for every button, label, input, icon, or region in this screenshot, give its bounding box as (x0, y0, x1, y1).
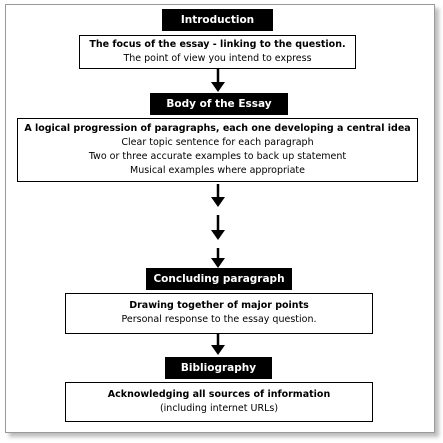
body-of-essay-header: Body of the Essay (150, 93, 288, 115)
introduction-box: The focus of the essay - linking to the … (79, 35, 356, 69)
body-of-essay-box: A logical progression of paragraphs, eac… (17, 118, 418, 182)
introduction-header: Introduction (162, 9, 273, 31)
concluding-paragraph-line-1: Drawing together of major points (129, 300, 309, 311)
body-of-essay-line-4: Musical examples where appropriate (130, 165, 305, 176)
bibliography-box: Acknowledging all sources of information… (65, 382, 373, 422)
introduction-line-2: The point of view you intend to express (123, 53, 312, 64)
body-of-essay-line-3: Two or three accurate examples to back u… (88, 151, 347, 162)
concluding-paragraph-line-2: Personal response to the essay question. (121, 314, 317, 325)
introduction-line-1: The focus of the essay - linking to the … (89, 39, 346, 50)
concluding-paragraph-header: Concluding paragraph (146, 268, 292, 290)
bibliography-line-1: Acknowledging all sources of information (107, 389, 331, 400)
bibliography-header: Bibliography (165, 357, 272, 379)
bibliography-line-2: (including internet URLs) (159, 403, 279, 414)
body-of-essay-line-1: A logical progression of paragraphs, eac… (24, 123, 411, 134)
body-of-essay-line-2: Clear topic sentence for each paragraph (121, 137, 314, 148)
concluding-paragraph-box: Drawing together of major points Persona… (65, 293, 373, 334)
